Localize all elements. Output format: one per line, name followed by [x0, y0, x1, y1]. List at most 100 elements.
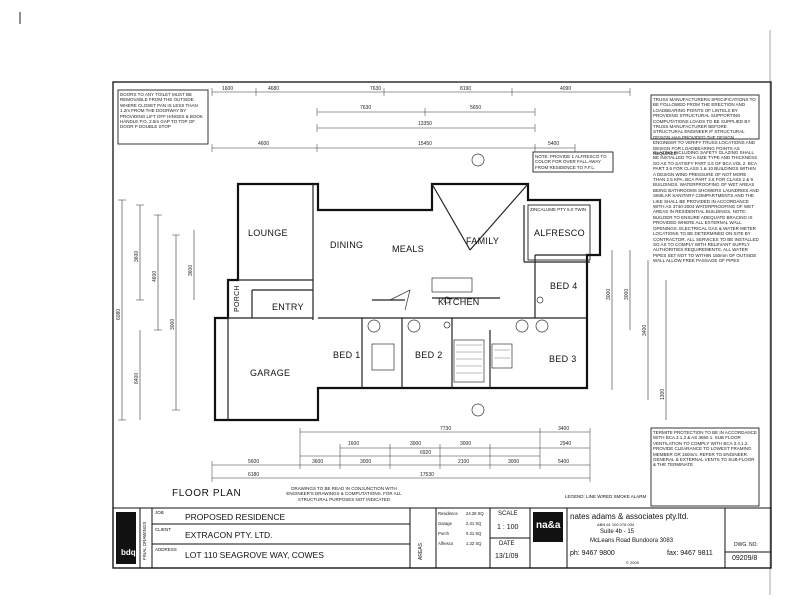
room-garage: GARAGE [250, 368, 291, 378]
drawing-title: FLOOR PLAN [172, 488, 242, 499]
area-garage-name: Garage [438, 521, 452, 526]
firm-suite: Suite 4b - 15 [600, 529, 635, 535]
dim-top-10: 15450 [418, 141, 432, 147]
scale-label: SCALE [498, 511, 518, 517]
dim-right-2: 3000 [624, 288, 630, 300]
dim-left-1: 6080 [116, 308, 122, 320]
room-meals: MEALS [392, 244, 425, 254]
dim-top-3: 7630 [370, 86, 382, 92]
date-label: DATE [499, 541, 515, 547]
dim-top-5: 4090 [560, 86, 572, 92]
dim-right-4: 1300 [660, 388, 666, 400]
firm-logo-text: na&a [536, 520, 561, 531]
dim-top-8: 13350 [418, 121, 432, 127]
dim-top-11: 5400 [548, 141, 560, 147]
client-value: EXTRACON PTY. LTD. [185, 530, 273, 540]
dim-top-1: 1600 [222, 86, 234, 92]
note-box-top-left [117, 89, 209, 145]
dim-bottom-14: 6180 [248, 472, 260, 478]
dim-left-5: 3600 [188, 264, 194, 276]
copyright: © 2009 [626, 560, 639, 565]
dim-bottom-10: 3000 [360, 459, 372, 465]
area-alfresco-name: Alfresco [438, 541, 454, 546]
dim-left-2: 3600 [134, 250, 140, 262]
title-block [112, 507, 772, 569]
dim-top-2: 4680 [268, 86, 280, 92]
job-label: JOB [155, 510, 164, 515]
dim-bottom-5: 3000 [460, 441, 472, 447]
client-label: CLIENT [155, 527, 172, 532]
bottom-dimension-lines [211, 428, 591, 482]
legend: LEGEND: LINE WIRED SMOKE ALARM [565, 494, 647, 499]
note-alfresco: ZINCALUME PTY 5.0 TWIN [530, 207, 587, 212]
dwg-label: DWG. NO. [734, 542, 758, 548]
room-entry: ENTRY [272, 302, 304, 312]
bdq-text: bdq [121, 548, 136, 557]
internal-walls [227, 183, 590, 420]
room-bed3: BED 3 [549, 354, 577, 364]
room-kitchen: KITCHEN [438, 297, 480, 307]
note-top-right: TRUSS MANUFACTURERS SPECIFICATIONS TO BE… [653, 97, 756, 157]
address-value: LOT 110 SEAGROVE WAY, COWES [185, 550, 324, 560]
dim-bottom-1: 7730 [440, 426, 452, 432]
dim-top-6: 7630 [360, 105, 372, 111]
note-top-left: DOORS TO ANY TOILET MUST BE REMOVABLE FR… [120, 92, 203, 130]
dim-top-9: 4600 [258, 141, 270, 147]
address-label: ADDRESS [155, 547, 177, 552]
room-porch: PORCH [234, 285, 241, 312]
dim-bottom-9: 3600 [312, 459, 324, 465]
dim-bottom-8: 5600 [248, 459, 260, 465]
room-dining: DINING [330, 240, 364, 250]
firm-phone: ph: 9467 9800 [570, 550, 615, 557]
dim-bottom-4: 3000 [410, 441, 422, 447]
room-lounge: LOUNGE [248, 228, 288, 238]
area-porch-name: Porch [438, 531, 449, 536]
dim-bottom-13: 5400 [558, 459, 570, 465]
dim-right-1: 3000 [606, 288, 612, 300]
firm-abn: ABN 61 100 076 034 [597, 522, 635, 527]
dim-bottom-15: 17530 [420, 472, 434, 478]
note-box-centre [532, 151, 614, 173]
room-bed1: BED 1 [333, 350, 361, 360]
area-residence-name: Residence [438, 511, 458, 516]
note-box-top-right [650, 94, 760, 140]
firm-logo-box [533, 512, 563, 542]
job-value: PROPOSED RESIDENCE [185, 512, 286, 522]
dim-bottom-2: 3400 [558, 426, 570, 432]
dim-right-3: 3400 [642, 324, 648, 336]
right-dimension-lines [611, 250, 667, 420]
dim-top-4: 8190 [460, 86, 472, 92]
dim-top-7: 5650 [470, 105, 482, 111]
dim-bottom-3: 1600 [348, 441, 360, 447]
bdq-logo [116, 512, 136, 564]
dwg-number: 09209/8 [732, 555, 758, 562]
read-note: DRAWINGS TO BE READ IN CONJUNCTION WITH … [286, 486, 402, 502]
top-dimension-lines [211, 88, 631, 152]
room-alfresco: ALFRESCO [534, 228, 585, 238]
wet-area-fixtures [367, 153, 549, 417]
scale-value: 1 : 100 [497, 524, 519, 531]
wet-area-hatching [456, 344, 510, 374]
area-residence-value: 24.28 SQ [466, 511, 484, 516]
dim-bottom-12: 3000 [508, 459, 520, 465]
firm-street: McLeans Road Bundoora 3083 [590, 538, 674, 544]
dim-left-3: 4600 [152, 270, 158, 282]
dim-bottom-6: 2940 [560, 441, 572, 447]
note-right-column: GLAZING INCLUDING SAFETY GLAZING SHALL B… [653, 150, 759, 264]
date-value: 13/1/09 [495, 553, 519, 560]
note-centre-top: NOTE: PROVIDE 1 ALFRESCO TO COLOR FOR OV… [535, 154, 607, 170]
room-bed4: BED 4 [550, 281, 578, 291]
area-alfresco-value: 1.32 SQ [466, 541, 482, 546]
firm-fax: fax: 9467 9811 [667, 550, 713, 557]
side-stamp: FINAL DRAWINGS [142, 521, 147, 560]
note-box-bottom-right [650, 427, 760, 507]
areas-label: AREAS [418, 543, 424, 560]
firm-name: nates adams & associates pty.ltd. [570, 512, 689, 521]
room-bed2: BED 2 [415, 350, 443, 360]
area-porch-value: 0.31 SQ [466, 531, 482, 536]
dim-bottom-11: 2100 [458, 459, 470, 465]
alfresco-box [527, 204, 591, 261]
left-dimension-lines [118, 199, 195, 421]
dim-bottom-7: 6920 [420, 450, 432, 456]
